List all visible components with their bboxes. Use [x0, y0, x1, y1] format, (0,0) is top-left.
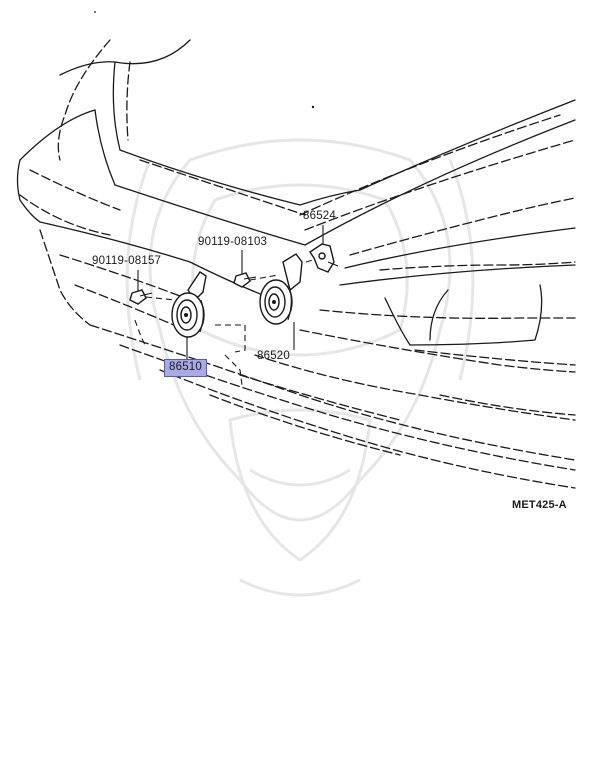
diagram-reference-code: MET425-A — [512, 499, 567, 511]
car-body-outline — [16, 39, 576, 346]
bolt-left-label: 90119-08157 — [92, 255, 162, 267]
horn-high-label: 86520 — [257, 350, 290, 362]
horn-low-icon — [171, 271, 207, 338]
horn-high-icon — [259, 253, 303, 325]
horn-low-label[interactable]: 86510 — [164, 359, 207, 377]
bolt-center-label: 90119-08103 — [198, 236, 268, 248]
bracket-upper-label: 86524 — [303, 210, 336, 222]
bolt-center-icon — [233, 272, 257, 288]
stray-marks — [94, 11, 315, 109]
bolt-left-icon — [129, 289, 153, 305]
bracket-upper-icon — [309, 243, 339, 273]
